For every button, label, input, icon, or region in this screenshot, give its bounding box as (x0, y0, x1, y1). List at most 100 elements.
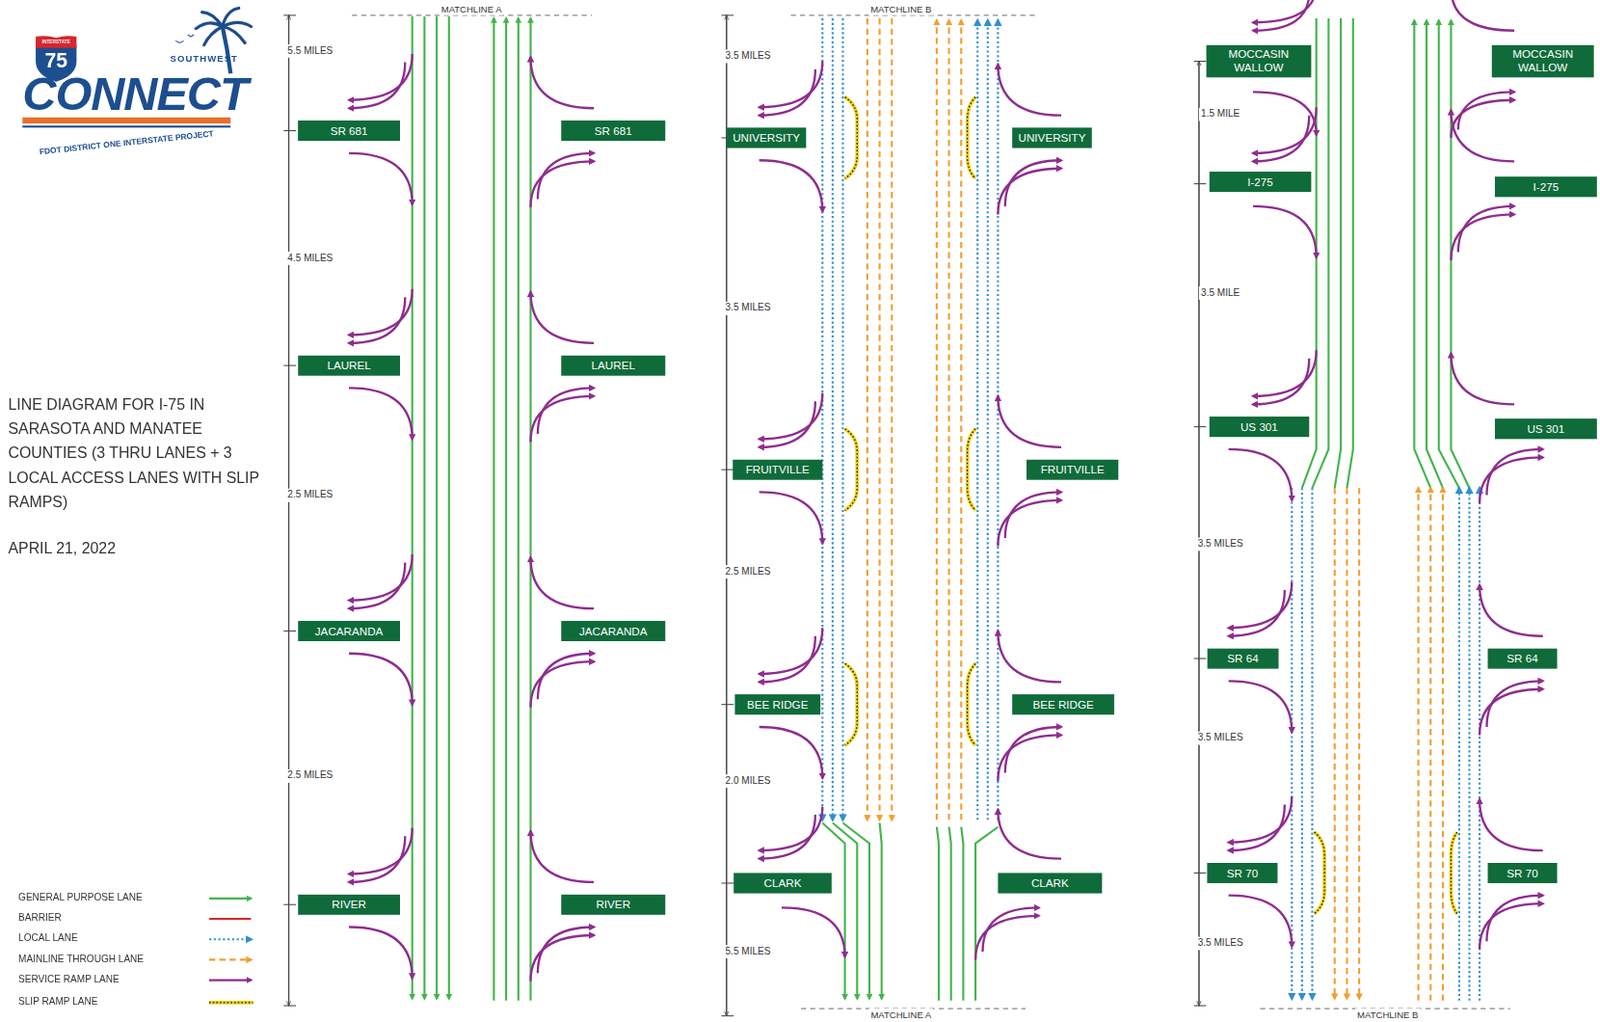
interchange-name: SR 681 (330, 124, 369, 138)
lane-line (1426, 20, 1443, 488)
slip-ramp (845, 663, 858, 746)
interchange-name: JACARANDA (579, 624, 648, 639)
interchange-box: I-275 (1209, 171, 1312, 192)
interchange-name: RIVER (595, 897, 631, 911)
interchange-box: SR 681 (297, 120, 400, 141)
legend-text: MAINLINE THROUGH LANE (18, 953, 144, 965)
lane-line (1194, 1005, 1207, 1007)
lane-line (759, 69, 816, 116)
interchange-box: RIVER (297, 894, 400, 915)
slip-ramp (845, 428, 858, 511)
interchange-name: MOCCASIN WALLOW (1501, 48, 1584, 76)
lane-line (841, 18, 844, 820)
interchange-name: US 301 (1240, 420, 1279, 434)
lane-line (283, 1005, 296, 1007)
interchange-box: RIVER (560, 894, 666, 915)
interchange-name: UNIVERSITY (732, 131, 800, 145)
lane-line (283, 630, 296, 632)
lane-line (1253, 206, 1317, 258)
interchange-name: SR 681 (594, 124, 633, 138)
interchange-box: CLARK (733, 872, 832, 893)
diagram-title: LINE DIAGRAM FOR I-75 IN SARASOTA AND MA… (7, 392, 284, 515)
lane-line (1450, 0, 1515, 31)
interchange-name: CLARK (764, 876, 802, 890)
distance-label: 3.5 MILES (1196, 537, 1246, 552)
lane-line (1467, 487, 1470, 1001)
lane-line (1479, 585, 1544, 637)
interchange-name: UNIVERSITY (1018, 131, 1087, 145)
distance-label: 3.5 MILES (1196, 936, 1246, 951)
lane-line (348, 153, 413, 205)
lane-line (1486, 680, 1543, 727)
slip-ramp (845, 97, 858, 180)
legend-text: SLIP RAMP LANE (18, 996, 98, 1009)
interchange-box: US 301 (1209, 416, 1310, 437)
lane-line (517, 18, 520, 1001)
lane-line (283, 14, 296, 16)
lane-line (996, 20, 999, 820)
interchange-box: FRUITVILLE (1026, 459, 1119, 480)
lane-line (1253, 358, 1309, 405)
lane-line (879, 18, 881, 820)
lane-line (348, 653, 413, 705)
matchline-label: MATCHLINE B (1355, 1008, 1421, 1021)
lane-line (960, 20, 962, 820)
lane-line (1228, 803, 1285, 851)
interchange-name: MOCCASIN WALLOW (1216, 48, 1302, 76)
lane-line (1194, 60, 1207, 62)
logo-wordmark: CONNECT (22, 69, 247, 119)
distance-label: 5.5 MILES (722, 944, 773, 959)
interchange-name: SR 64 (1226, 651, 1258, 666)
lane-line (986, 20, 989, 820)
lane-line (283, 365, 296, 367)
distance-label: 2.5 MILES (285, 488, 335, 503)
lane-line (1228, 589, 1285, 637)
lane-line (1439, 20, 1460, 488)
lane-line (283, 904, 296, 906)
interchange-name: I-275 (1247, 175, 1274, 189)
interchange-name: CLARK (1031, 876, 1069, 890)
interchange-name: FRUITVILLE (1040, 462, 1105, 477)
lane-line (348, 387, 413, 439)
lane-line (832, 823, 857, 999)
lane-line (975, 826, 998, 1001)
lane-line (209, 1000, 254, 1005)
lane-line (890, 18, 893, 820)
matchline-label: MATCHLINE B (868, 2, 934, 16)
interchange-box: BEE RIDGE (1012, 693, 1115, 715)
lane-line (505, 18, 507, 1001)
distance-label: 5.5 MILES (285, 44, 335, 58)
lane-line (537, 153, 594, 200)
interchange-name: BEE RIDGE (1032, 697, 1094, 712)
lane-line (1198, 61, 1200, 1005)
slip-ramp (967, 428, 976, 511)
lane-line (1310, 487, 1313, 998)
lane-line (1478, 487, 1481, 1001)
lane-line (423, 16, 426, 999)
lane-line (720, 1014, 734, 1016)
distance-label: 2.5 MILES (722, 564, 773, 579)
lane-line (348, 927, 413, 979)
interchange-box: I-275 (1494, 176, 1598, 197)
lane-line (288, 15, 290, 1005)
lane-line (537, 387, 594, 434)
interchange-box: US 301 (1494, 418, 1598, 439)
lane-line (997, 64, 1062, 116)
lane-line (1458, 91, 1515, 130)
lane-line (1005, 726, 1062, 774)
lane-line (1194, 872, 1207, 874)
slip-ramp (845, 663, 858, 746)
lane-line (448, 16, 451, 999)
interchange-name: BEE RIDGE (746, 697, 808, 712)
interchange-box: SR 70 (1488, 862, 1558, 883)
lane-line (842, 823, 870, 999)
lane-line (348, 62, 405, 109)
interchange-name: SR 64 (1506, 651, 1538, 666)
lane-line (997, 396, 1062, 448)
interchange-name: SR 70 (1506, 866, 1538, 880)
interchange-name: LAUREL (326, 358, 371, 373)
shield-text: INTERSTATE (42, 39, 71, 45)
interchange-name: I-275 (1533, 180, 1560, 194)
